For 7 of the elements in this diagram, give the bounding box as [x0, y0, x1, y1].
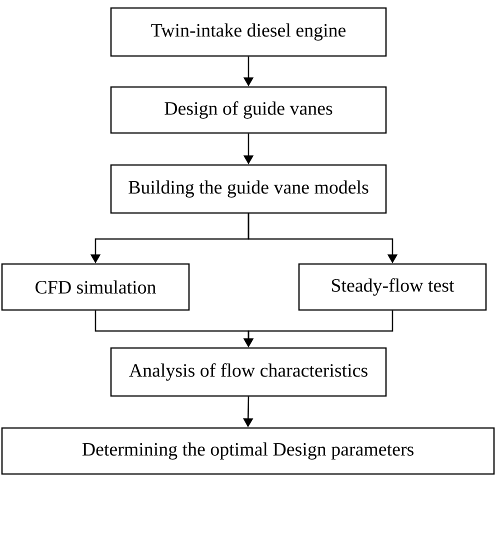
process-box: Twin-intake diesel engine [110, 7, 387, 57]
process-box: CFD simulation [1, 263, 190, 311]
process-box: Analysis of flow characteristics [110, 347, 387, 397]
process-box: Building the guide vane models [110, 164, 387, 214]
process-box: Steady-flow test [298, 263, 487, 311]
process-box: Determining the optimal Design parameters [1, 427, 495, 475]
process-box: Design of guide vanes [110, 86, 387, 134]
